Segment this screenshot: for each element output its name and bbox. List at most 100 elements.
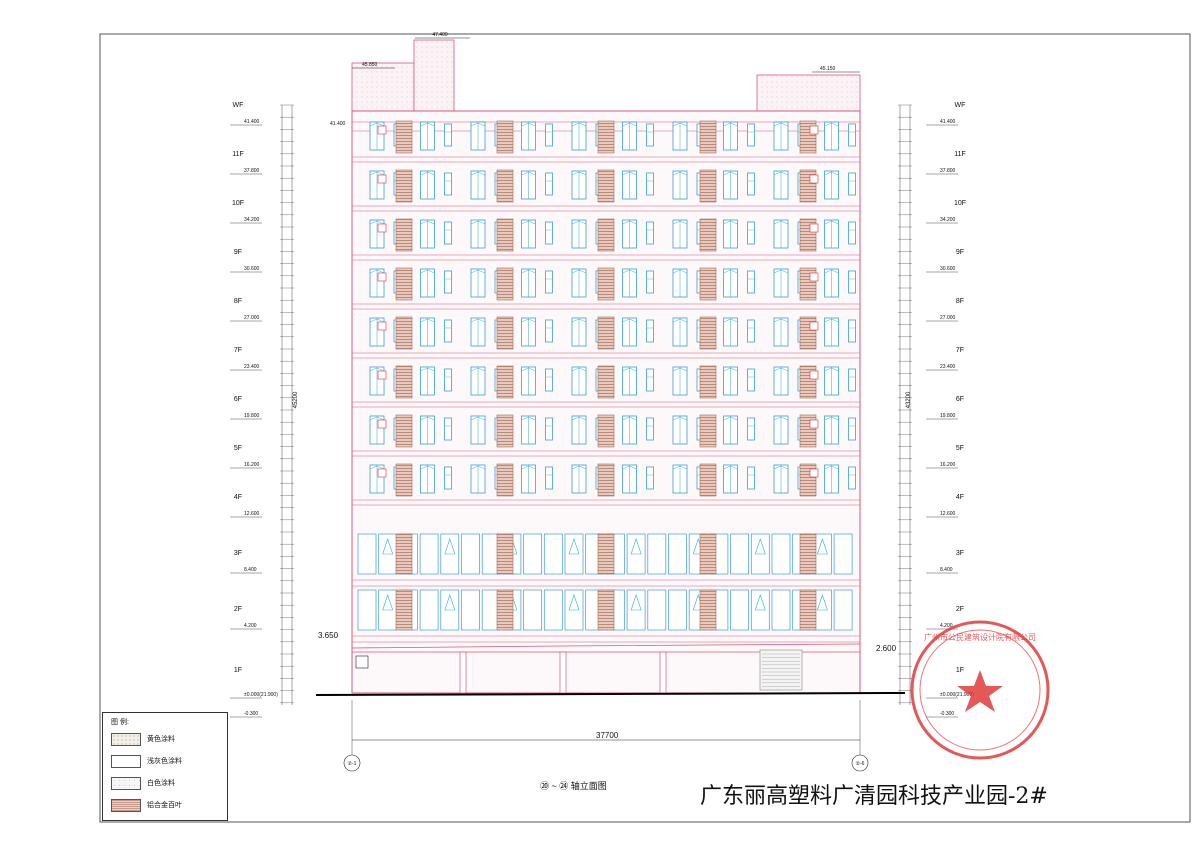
window-sash xyxy=(521,171,536,176)
louver-panel xyxy=(496,533,514,575)
louver-panel xyxy=(496,169,514,203)
window-pane xyxy=(848,417,856,441)
curtain-wall-vent xyxy=(754,538,766,555)
window-pane xyxy=(848,319,856,343)
window-sash xyxy=(571,269,587,274)
ac-unit-icon xyxy=(809,223,819,233)
curtain-wall-panel xyxy=(543,589,563,631)
window-sash xyxy=(470,465,486,470)
ground-line xyxy=(315,692,906,696)
window-sash xyxy=(622,122,637,127)
window-sash xyxy=(723,416,738,421)
window-pane xyxy=(545,270,553,294)
louver-panel xyxy=(699,463,717,497)
curtain-wall-panel xyxy=(461,589,480,631)
louver-panel xyxy=(699,218,717,252)
louver-panel xyxy=(597,463,615,497)
window-sash xyxy=(470,367,486,372)
floor-label: WF xyxy=(233,102,244,109)
level-elevation: 37.800 xyxy=(244,168,260,174)
curtain-wall-vent xyxy=(816,594,828,611)
curtain-wall-vent xyxy=(444,538,456,555)
ac-unit-icon xyxy=(377,272,387,282)
ac-unit-icon xyxy=(809,419,819,429)
window-sash xyxy=(672,416,688,421)
window-sash xyxy=(521,465,536,470)
window-sash xyxy=(622,171,637,176)
louver-panel xyxy=(597,589,615,631)
level-elevation: 27.000 xyxy=(244,315,260,321)
canopy-right-elevation: 2.600 xyxy=(876,644,897,653)
legend-label: 铝合金百叶 xyxy=(147,802,182,809)
window-sash xyxy=(773,318,789,323)
floor-label: 3F xyxy=(956,550,964,557)
ac-unit-icon xyxy=(809,468,819,478)
window-sash xyxy=(369,171,385,176)
window-pane xyxy=(444,319,452,343)
ac-unit-icon xyxy=(377,370,387,380)
window-sash xyxy=(571,367,587,372)
curtain-wall-panel xyxy=(668,589,687,631)
window-sash xyxy=(571,122,587,127)
curtain-wall-panel xyxy=(419,533,439,575)
window-sash xyxy=(672,367,688,372)
floor-label: 4F xyxy=(234,494,242,501)
window-sash xyxy=(622,367,637,372)
window-sash xyxy=(824,220,839,225)
window-sash xyxy=(571,220,587,225)
window-sash xyxy=(420,416,435,421)
level-elevation: 37.800 xyxy=(940,168,956,174)
window-pane xyxy=(444,172,452,196)
ac-unit-icon xyxy=(809,174,819,184)
stamp-inner-ring xyxy=(919,629,1041,751)
curtain-wall-panel xyxy=(833,533,853,575)
legend-swatch xyxy=(111,733,141,746)
curtain-wall-panel xyxy=(461,533,480,575)
window-sash xyxy=(420,269,435,274)
window-sash xyxy=(824,122,839,127)
curtain-wall-vent xyxy=(382,594,394,611)
window-sash xyxy=(723,269,738,274)
louver-panel xyxy=(597,218,615,252)
window-pane xyxy=(646,123,654,147)
window-pane xyxy=(848,123,856,147)
window-sash xyxy=(824,367,839,372)
ac-unit-icon xyxy=(377,174,387,184)
window-sash xyxy=(622,416,637,421)
louver-panel xyxy=(496,316,514,350)
louver-panel xyxy=(496,120,514,154)
window-pane xyxy=(646,466,654,490)
level-elevation: 16.200 xyxy=(244,462,260,468)
level-elevation: 41.400 xyxy=(940,119,956,125)
louver-panel xyxy=(395,589,413,631)
window-sash xyxy=(420,220,435,225)
window-pane xyxy=(545,123,553,147)
louver-panel xyxy=(395,267,413,301)
louver-panel xyxy=(699,414,717,448)
roof-block-right xyxy=(756,74,861,112)
window-sash xyxy=(723,122,738,127)
legend-label: 白色涂料 xyxy=(147,780,175,787)
window-sash xyxy=(369,318,385,323)
stamp-text: 广州市公民建筑设计院有限公司 xyxy=(924,632,1036,642)
curtain-wall-panel xyxy=(730,533,749,575)
window-pane xyxy=(646,172,654,196)
ac-unit-icon xyxy=(377,125,387,135)
window-sash xyxy=(420,465,435,470)
level-elevation: 19.800 xyxy=(940,413,956,419)
louver-panel xyxy=(496,414,514,448)
window-sash xyxy=(824,171,839,176)
legend-item: 浅灰色涂料 xyxy=(111,755,221,768)
window-pane xyxy=(747,368,755,392)
total-height-right: 43200 xyxy=(906,391,912,408)
curtain-wall-vent xyxy=(382,538,394,555)
window-sash xyxy=(470,318,486,323)
level-elevation: -0.300 xyxy=(244,711,258,717)
louver-panel xyxy=(395,316,413,350)
louver-panel xyxy=(597,365,615,399)
window-pane xyxy=(444,221,452,245)
window-sash xyxy=(672,171,688,176)
curtain-wall-vent xyxy=(816,538,828,555)
axis-right-label: ②-6 xyxy=(856,761,865,767)
floor-label: 4F xyxy=(956,494,964,501)
